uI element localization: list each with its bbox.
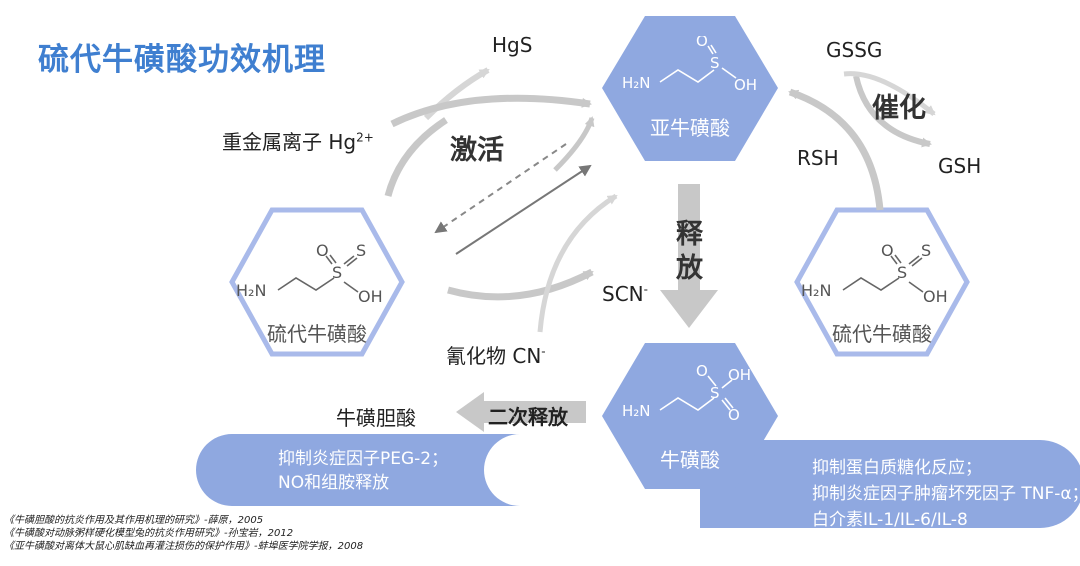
- arrow-rsh-to-hypotaurine: [788, 88, 884, 211]
- atom-s: S: [332, 263, 342, 282]
- molecule-thiotaurine-left: H₂N S O S OH: [236, 241, 383, 306]
- pill-right-line: 抑制炎症因子肿瘤坏死因子 TNF-α；: [812, 484, 1080, 504]
- atom-o: O: [316, 241, 329, 260]
- atom-h2n: H₂N: [622, 402, 651, 420]
- arc-left-up: [384, 117, 448, 197]
- atom-h2n: H₂N: [801, 281, 831, 300]
- label-heavy-metal-sup: 2+: [356, 130, 374, 145]
- label-catalyze: 催化: [872, 93, 926, 124]
- activation-dashed-arrow: [434, 143, 567, 234]
- arrow-to-hypotaurine-top: [390, 94, 592, 128]
- label-cyanide-sup: -: [541, 344, 546, 359]
- hexagon-thiotaurine-left: [229, 207, 405, 357]
- pill-right-line: 白介素IL-1/IL-6/IL-8: [812, 510, 968, 530]
- activation-solid-arrow: [455, 164, 592, 255]
- atom-s2: S: [356, 241, 366, 260]
- atom-h2n: H₂N: [622, 74, 651, 92]
- label-activate: 激活: [450, 135, 504, 166]
- molecule-hypotaurine: H₂N S O OH: [622, 36, 757, 94]
- arrow-gssg-to-gsh: [853, 75, 932, 148]
- atom-oh: OH: [734, 76, 757, 94]
- pill-left-line: 抑制炎症因子PEG-2；: [278, 449, 449, 469]
- atom-s: S: [710, 54, 720, 72]
- references: 《牛磺胆酸的抗炎作用及其作用机理的研究》-薛原，2005 《牛磺酸对动脉粥样硬化…: [4, 514, 363, 553]
- label-scn: SCN-: [602, 282, 648, 306]
- arc-to-hypotaurine-mid: [553, 116, 595, 172]
- atom-s2: S: [921, 241, 931, 260]
- arc-cyanide: [537, 193, 618, 333]
- label-cyanide: 氰化物 CN-: [446, 340, 546, 369]
- hexagon-thiotaurine-left-label: 硫代牛磺酸: [267, 322, 367, 346]
- label-gssg: GSSG: [826, 38, 883, 62]
- secondary-release-arrow: [456, 392, 586, 432]
- page-title: 硫代牛磺酸功效机理: [38, 42, 326, 78]
- pill-left-text: 抑制炎症因子PEG-2； NO和组胺释放: [278, 447, 448, 495]
- atom-oh: OH: [728, 366, 751, 384]
- hexagon-thiotaurine-right-label: 硫代牛磺酸: [832, 322, 932, 346]
- atom-o-bottom: O: [728, 406, 740, 424]
- label-rsh: RSH: [797, 146, 839, 170]
- label-gsh: GSH: [938, 154, 982, 178]
- label-cyanide-text: 氰化物 CN: [446, 344, 542, 368]
- hexagon-hypotaurine-label: 亚牛磺酸: [650, 116, 730, 140]
- reference-item: 《牛磺酸对动脉粥样硬化模型兔的抗炎作用研究》-孙宝岩，2012: [4, 528, 294, 539]
- label-release: 释放: [676, 219, 703, 284]
- atom-o: O: [881, 241, 894, 260]
- molecule-thiotaurine-right: H₂N S O S OH: [801, 241, 948, 306]
- pill-right-shape: [700, 440, 1080, 528]
- label-secondary-release: 二次释放: [488, 405, 568, 429]
- label-heavy-metal-text: 重金属离子 Hg: [222, 130, 357, 154]
- reference-item: 《亚牛磺酸对离体大鼠心肌缺血再灌注损伤的保护作用》-蚌埠医学院学报，2008: [4, 541, 364, 552]
- label-heavy-metal: 重金属离子 Hg2+: [222, 126, 374, 155]
- atom-o: O: [696, 36, 708, 50]
- atom-oh: OH: [923, 287, 948, 306]
- atom-o-top: O: [696, 362, 708, 380]
- release-arrow: [660, 184, 718, 328]
- label-scn-text: SCN: [602, 282, 644, 306]
- atom-s: S: [710, 384, 720, 402]
- pill-left-shape: [196, 434, 520, 506]
- pill-left-line: NO和组胺释放: [278, 473, 390, 493]
- label-hgs: HgS: [492, 33, 533, 57]
- arc-left-low: [447, 268, 594, 301]
- hexagon-taurine: [602, 343, 778, 489]
- hexagon-taurine-label: 牛磺酸: [660, 448, 720, 472]
- atom-h2n: H₂N: [236, 281, 266, 300]
- pill-right-line: 抑制蛋白质糖化反应；: [812, 458, 982, 478]
- atom-s: S: [897, 263, 907, 282]
- arc-right-up: [843, 71, 936, 116]
- molecule-taurine: H₂N S O OH O: [622, 362, 751, 424]
- pill-right-text: 抑制蛋白质糖化反应； 抑制炎症因子肿瘤坏死因子 TNF-α； 白介素IL-1/I…: [812, 455, 1080, 533]
- hexagon-thiotaurine-right: [794, 207, 970, 357]
- label-taurocholic: 牛磺胆酸: [336, 406, 416, 430]
- label-scn-sup: -: [643, 282, 648, 297]
- reference-item: 《牛磺胆酸的抗炎作用及其作用机理的研究》-薛原，2005: [4, 515, 264, 526]
- atom-oh: OH: [358, 287, 383, 306]
- hexagon-hypotaurine: [602, 16, 778, 161]
